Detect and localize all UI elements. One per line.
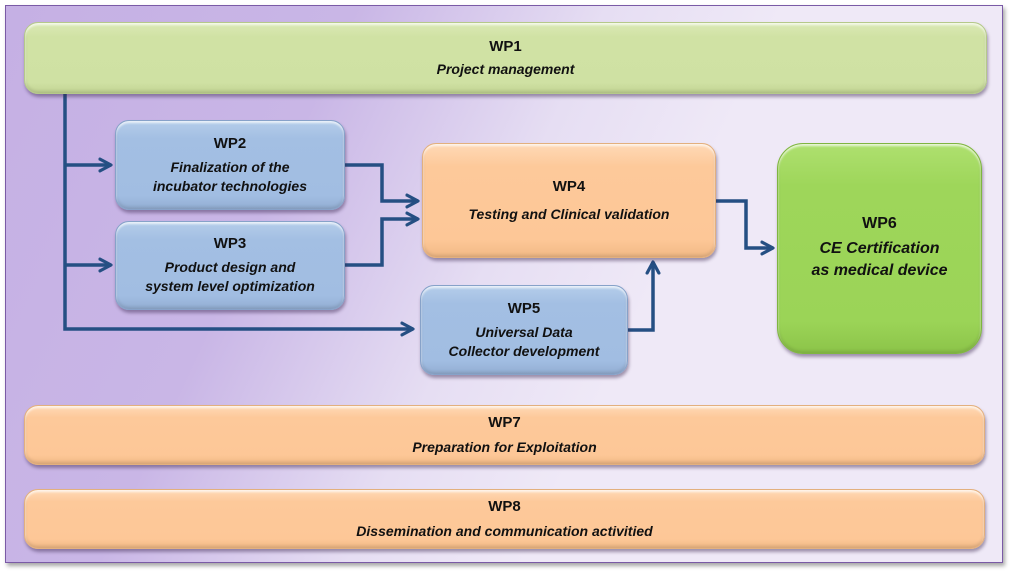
wp-code: WP6 — [862, 215, 897, 232]
wp-code: WP5 — [507, 299, 541, 317]
wp-code: WP8 — [488, 497, 521, 515]
wp-title-line: system level optimization — [145, 278, 315, 294]
work-package-wp4[interactable]: WP4 Testing and Clinical validation — [422, 143, 716, 258]
wp-title-line: incubator technologies — [152, 177, 307, 194]
wp-title: Project management — [436, 60, 575, 77]
work-package-wp3[interactable]: WP3 Product design and system level opti… — [115, 221, 345, 310]
wp-title: Finalization of the incubator technologi… — [153, 158, 307, 196]
wp-title: Testing and Clinical validation — [468, 205, 670, 222]
wp-code: WP7 — [488, 413, 521, 431]
wp-title: Dissemination and communication activiti… — [356, 522, 653, 539]
wp-code: WP3 — [213, 235, 247, 252]
wp-title: Product design and system level optimiza… — [145, 258, 315, 296]
wp-title-line: as medical device — [811, 262, 948, 279]
work-package-wp5[interactable]: WP5 Universal Data Collector development — [420, 285, 628, 375]
wp-code: WP2 — [213, 134, 247, 152]
wp-title-line: Product design and — [164, 259, 296, 275]
wp-code: WP4 — [552, 177, 586, 195]
wp-title: Universal Data Collector development — [449, 323, 600, 361]
work-package-wp1[interactable]: WP1 Project management — [24, 22, 987, 94]
work-package-wp2[interactable]: WP2 Finalization of the incubator techno… — [115, 120, 345, 210]
wp-code: WP1 — [489, 37, 522, 55]
wp-title-line: Universal Data — [475, 323, 573, 340]
wp-title: CE Certification as medical device — [811, 238, 947, 282]
wp-title: Preparation for Exploitation — [412, 438, 597, 455]
work-package-wp8[interactable]: WP8 Dissemination and communication acti… — [24, 489, 985, 549]
work-package-wp7[interactable]: WP7 Preparation for Exploitation — [24, 405, 985, 465]
work-package-wp6[interactable]: WP6 CE Certification as medical device — [777, 143, 982, 354]
wp-title-line: Collector development — [448, 342, 600, 359]
wp-title-line: Finalization of the — [170, 158, 290, 175]
wp-title-line: CE Certification — [819, 240, 940, 257]
